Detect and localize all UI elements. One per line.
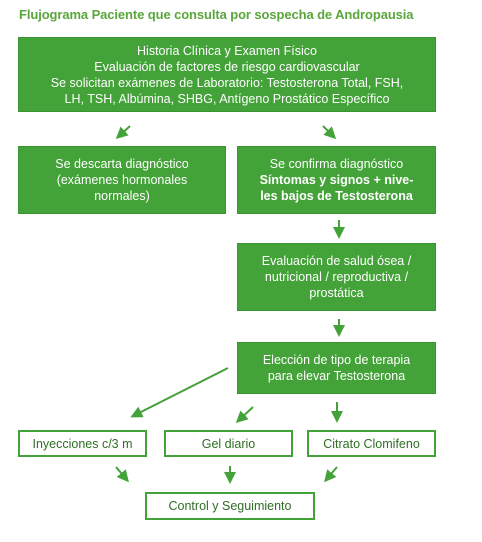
- node-confirma-diagnostico: Se confirma diagnóstico Síntomas y signo…: [237, 146, 436, 214]
- arrow-eleccion-to-inyecciones: [130, 367, 229, 418]
- arrow-eleccion-to-gel: [235, 406, 254, 424]
- node-control-seguimiento: Control y Seguimiento: [145, 492, 315, 520]
- node-descarta-line-1: Se descarta diagnóstico: [55, 157, 189, 171]
- node-evaluacion-line-1: Evaluación de salud ósea /: [261, 254, 412, 268]
- node-historia-line-2: Evaluación de factores de riesgo cardiov…: [94, 59, 360, 74]
- node-historia-line-1: Historia Clínica y Examen Físico: [137, 43, 317, 58]
- arrow-citrato-to-control: [324, 466, 338, 483]
- node-historia-line-4: LH, TSH, Albúmina, SHBG, Antígeno Prostá…: [64, 91, 390, 106]
- node-inyecciones: Inyecciones c/3 m: [18, 430, 147, 457]
- node-confirma-bold-line-1: Síntomas y signos + nive-: [259, 173, 414, 187]
- node-eleccion-line-2: para elevar Testosterona: [267, 369, 406, 383]
- node-historia-clinica: Historia Clínica y Examen Físico Evaluac…: [18, 37, 436, 112]
- node-descarta-line-2: (exámenes hormonales: [56, 173, 188, 187]
- node-evaluacion-line-2: nutricional / reproductiva /: [264, 270, 409, 284]
- arrow-historia-to-descarta: [115, 125, 131, 140]
- node-evaluacion-line-3: prostática: [309, 286, 364, 300]
- node-descarta-line-3: normales): [94, 189, 150, 203]
- node-evaluacion-salud: Evaluación de salud ósea / nutricional /…: [237, 243, 436, 311]
- node-control-label: Control y Seguimiento: [168, 499, 292, 513]
- arrow-historia-to-confirma: [322, 125, 337, 140]
- node-citrato-label: Citrato Clomifeno: [323, 436, 420, 451]
- node-confirma-line-1: Se confirma diagnóstico: [269, 157, 404, 171]
- diagram-title: Flujograma Paciente que consulta por sos…: [19, 7, 414, 22]
- node-inyecciones-label: Inyecciones c/3 m: [32, 436, 133, 451]
- node-citrato-clomifeno: Citrato Clomifeno: [307, 430, 436, 457]
- arrow-inyecciones-to-control: [115, 466, 129, 483]
- node-gel-label: Gel diario: [201, 436, 256, 451]
- node-descarta-diagnostico: Se descarta diagnóstico (exámenes hormon…: [18, 146, 226, 214]
- node-confirma-bold-line-2: les bajos de Testosterona: [260, 189, 413, 203]
- node-eleccion-line-1: Elección de tipo de terapia: [262, 353, 411, 367]
- node-historia-line-3: Se solicitan exámenes de Laboratorio: Te…: [50, 75, 404, 90]
- node-gel-diario: Gel diario: [164, 430, 293, 457]
- node-eleccion-terapia: Elección de tipo de terapia para elevar …: [237, 342, 436, 394]
